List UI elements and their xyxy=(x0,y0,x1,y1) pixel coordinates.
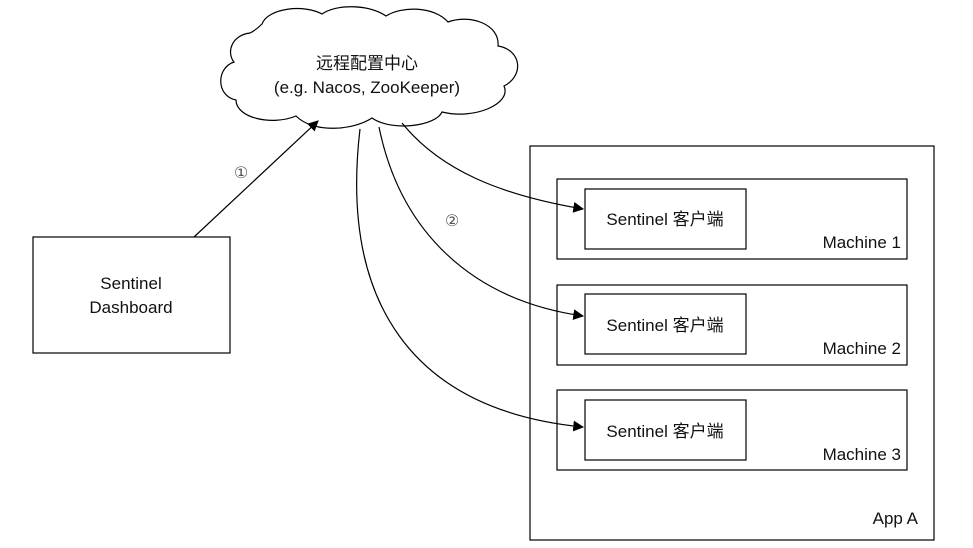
sync-arrow-machine-1 xyxy=(401,122,585,213)
dashboard-node: Sentinel Dashboard xyxy=(32,236,231,354)
machine-1-label: Machine 1 xyxy=(823,233,901,252)
machine-2-label: Machine 2 xyxy=(823,339,901,358)
cloud-subtitle: (e.g. Nacos, ZooKeeper) xyxy=(274,78,460,97)
machine-3-label: Machine 3 xyxy=(823,445,901,464)
step-1-marker: ① xyxy=(234,163,248,182)
dashboard-label-line1: Sentinel xyxy=(100,274,161,293)
sync-arrow-machine-3 xyxy=(356,128,585,432)
machine-3: Sentinel 客户端 Machine 3 xyxy=(556,389,908,471)
sync-arrow-machine-2 xyxy=(378,126,585,320)
cloud-shape xyxy=(220,6,519,129)
config-center-cloud: 远程配置中心 (e.g. Nacos, ZooKeeper) xyxy=(220,6,519,129)
machine-1-client-label: Sentinel 客户端 xyxy=(606,210,723,229)
machine-2: Sentinel 客户端 Machine 2 xyxy=(556,284,908,366)
machine-3-client-label: Sentinel 客户端 xyxy=(606,422,723,441)
machine-2-client-label: Sentinel 客户端 xyxy=(606,316,723,335)
app-label: App A xyxy=(873,509,919,528)
cloud-title: 远程配置中心 xyxy=(316,54,418,73)
machine-3-client-box xyxy=(584,399,747,461)
dashboard-box xyxy=(32,236,231,354)
machine-1-client-box xyxy=(584,188,747,250)
step-2-marker: ② xyxy=(445,211,459,230)
push-arrow xyxy=(193,120,319,238)
machine-1: Sentinel 客户端 Machine 1 xyxy=(556,178,908,260)
dashboard-label-line2: Dashboard xyxy=(89,298,172,317)
machine-2-client-box xyxy=(584,293,747,355)
